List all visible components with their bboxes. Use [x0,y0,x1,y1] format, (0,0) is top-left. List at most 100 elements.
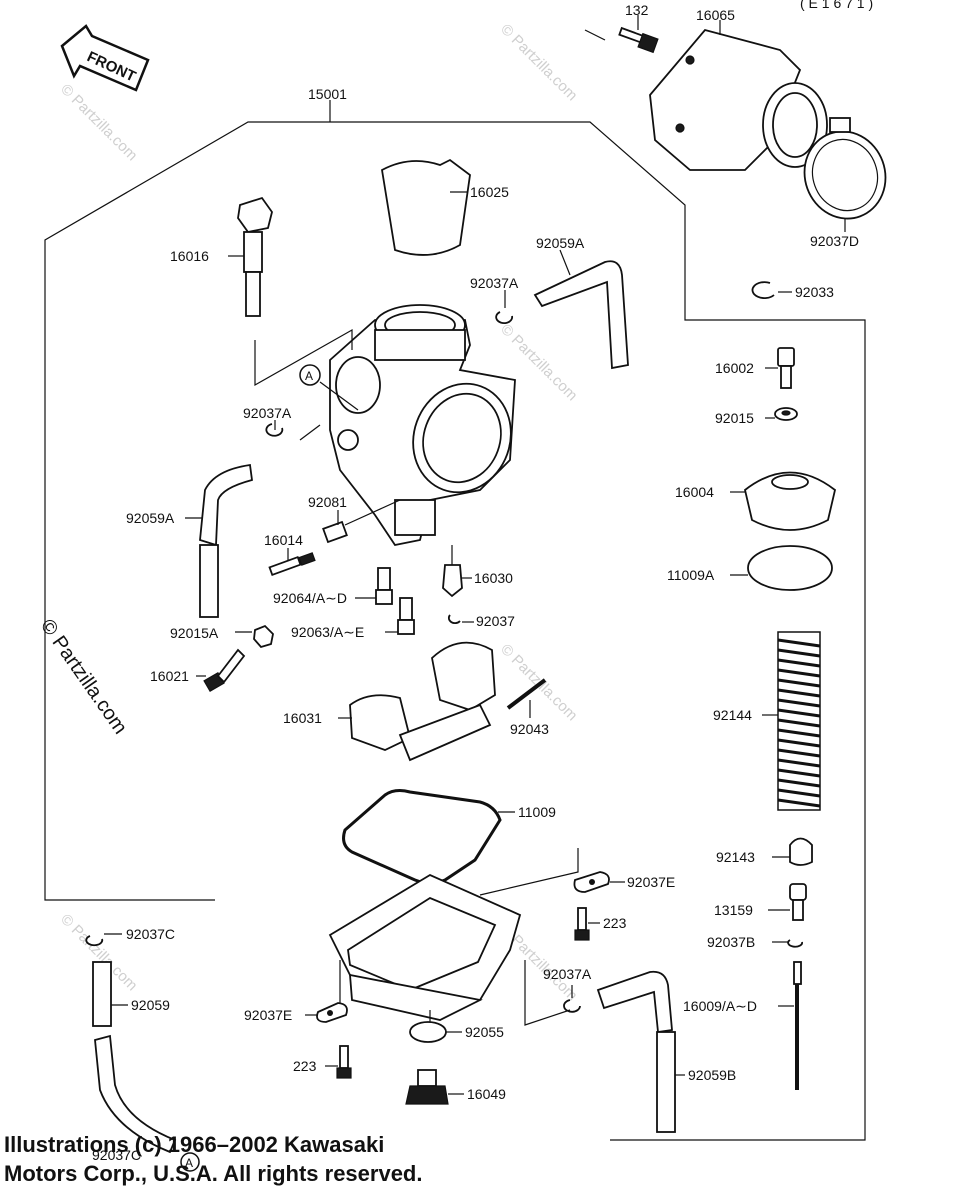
ref-a-main-icon [299,364,321,386]
ref-a-bottom-label: A [185,1156,193,1170]
float-bowl [328,873,522,1021]
assembly-boundary-right [330,121,866,1141]
needle-16009 [793,961,802,1090]
clip-92037A-top [495,311,514,325]
label-16065: 16065 [696,7,735,23]
label-92037E-left: 92037E [244,1007,292,1023]
plate-92037E-left [316,1002,348,1023]
copyright-line-1: Illustrations (c) 1966–2002 Kawasaki [4,1132,385,1157]
label-16009: 16009/A∼D [683,998,757,1014]
label-13159: 13159 [714,902,753,918]
front-arrow-icon: FRONT [60,24,150,92]
bolt-223-left [336,1045,352,1079]
clip-92037C-top [85,935,104,947]
label-16030: 16030 [474,570,513,586]
hose-92059A-left [199,463,253,618]
gasket-11009 [342,789,502,885]
intake-boot-16065 [649,28,828,171]
label-223-left: 223 [293,1058,317,1074]
hose-92059A-top [533,260,629,370]
hose-92059B [596,970,676,1133]
label-92015: 92015 [715,410,754,426]
label-16031: 16031 [283,710,322,726]
needle-valve-16030 [442,564,463,598]
ref-a-bottom-icon [180,1152,200,1172]
float-16031 [349,641,496,762]
leader-ref-a [319,381,359,411]
hose-clamp-92037D [803,117,887,220]
carburetor-body [329,304,516,547]
arrow-132 [584,29,606,41]
nut-92015A [253,624,274,649]
label-92037B: 92037B [707,934,755,950]
spring-92144 [777,631,821,811]
label-92037C-bottom: 92037C [92,1147,141,1163]
clip-92033 [751,281,775,300]
label-16049: 16049 [467,1086,506,1102]
leader-92037A-left-2 [299,424,321,441]
clip-92037B [787,939,803,948]
nut-92015 [774,407,798,421]
label-15001: 15001 [308,86,347,102]
jet-92064 [375,567,393,605]
assembly-boundary-left [44,121,330,901]
air-screw-16016 [237,196,273,317]
label-16021: 16021 [150,668,189,684]
label-92037E-right: 92037E [627,874,675,890]
label-92015A: 92015A [170,625,219,641]
throttle-valve-16025 [381,158,471,256]
jet-92063 [397,597,415,635]
label-92037D: 92037D [810,233,859,249]
label-92063: 92063/A∼E [291,624,364,640]
copyright-notice: Illustrations (c) 1966–2002 Kawasaki Mot… [4,1130,422,1188]
plate-92037E-right [573,871,610,893]
o-ring-11009A [747,545,833,591]
label-92055: 92055 [465,1024,504,1040]
label-16002: 16002 [715,360,754,376]
hose-lower [94,1034,177,1154]
label-16014: 16014 [264,532,303,548]
cap-16004 [743,471,837,531]
clip-92037A-bottom [563,999,581,1013]
label-16025: 16025 [470,184,509,200]
label-92059A-top: 92059A [536,235,585,251]
copyright-line-2: Motors Corp., U.S.A. All rights reserved… [4,1161,423,1186]
watermark-2: © Partzilla.com [497,21,580,104]
bolt-223-right [574,907,590,941]
bracket-16016 [254,328,353,387]
drain-plug-16049 [405,1069,449,1105]
label-132: 132 [625,2,649,18]
watermark-1: © Partzilla.com [57,81,140,164]
label-92037A-bottom: 92037A [543,966,592,982]
pilot-screw-92081 [322,499,401,544]
clip-92037 [447,614,461,625]
label-92043: 92043 [510,721,549,737]
bracket-92037A [524,960,571,1026]
label-92081: 92081 [308,494,347,510]
label-11009A: 11009A [667,567,715,583]
screw-16002 [777,347,795,389]
screw-16014 [268,552,316,577]
label-92037A-left: 92037A [243,405,292,421]
ref-a-main-label: A [305,369,313,383]
clip-92037A-left [265,423,284,437]
label-16004: 16004 [675,484,714,500]
hose-92059 [92,961,112,1027]
label-92059B: 92059B [688,1067,736,1083]
label-92033: 92033 [795,284,834,300]
label-92064: 92064/A∼D [273,590,347,606]
label-92059: 92059 [131,997,170,1013]
label-223-right: 223 [603,915,627,931]
screw-16021 [203,648,246,693]
label-92037A-top: 92037A [470,275,519,291]
label-16016: 16016 [170,248,209,264]
watermark-main: © Partzilla.com [36,615,131,738]
pin-92043 [506,678,547,710]
diagram-code: ( E 1 6 7 1 ) [800,0,873,11]
label-92037: 92037 [476,613,515,629]
o-ring-92055 [409,1021,447,1043]
label-92059A-left: 92059A [126,510,175,526]
label-92143: 92143 [716,849,755,865]
leader-92059A-top [559,249,571,276]
label-11009: 11009 [518,804,556,820]
